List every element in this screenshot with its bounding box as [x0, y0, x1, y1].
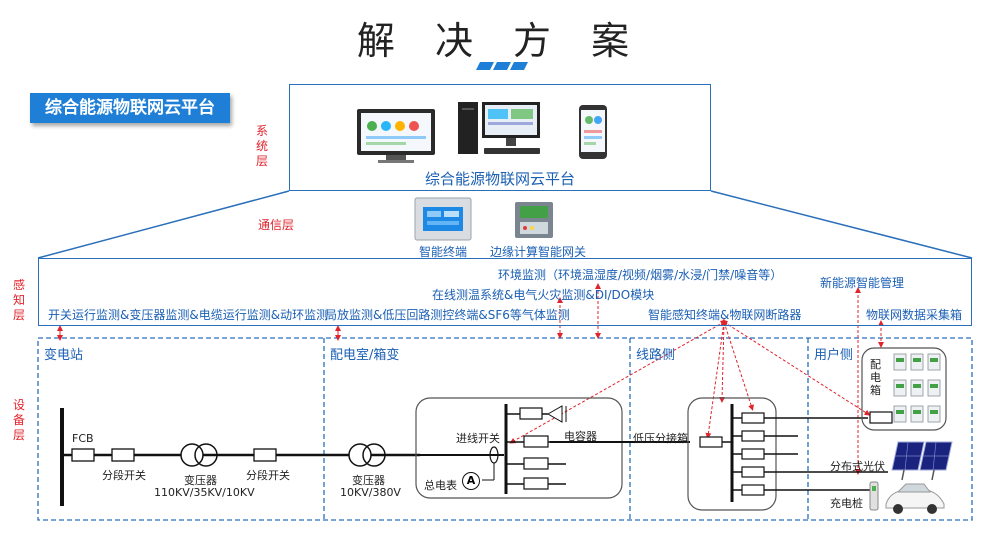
- charger-label: 充电桩: [830, 497, 863, 510]
- monitor-icon: [357, 109, 435, 163]
- layer-label-device: 设备层: [12, 398, 25, 442]
- distribution-box-label: 配电箱: [870, 358, 881, 397]
- sense-collector-label: 物联网数据采集箱: [866, 308, 963, 322]
- main-meter-label: 总电表: [424, 479, 457, 492]
- desktop-computer-icon: [458, 102, 540, 154]
- meter-cabinet-icon: [893, 353, 941, 423]
- edge-gateway-label: 边缘计算智能网关: [489, 245, 586, 259]
- zone-user: 用户侧: [814, 348, 854, 363]
- section-switch-1-label: 分段开关: [102, 469, 146, 482]
- sense-switch-label: 开关运行监测&变压器监测&电缆运行监测&动环监测: [48, 308, 329, 322]
- zone-line: 线路侧: [636, 348, 676, 363]
- sense-partial-label: 局放监测&低压回路测控终端&SF6等气体监测: [325, 308, 570, 322]
- section-switch-2-label: 分段开关: [246, 469, 290, 482]
- layer-label-sense: 感知层: [12, 278, 25, 322]
- fcb-label: FCB: [72, 432, 94, 445]
- layer-label-comm: 通信层: [258, 218, 295, 232]
- sense-env-label: 环境监测（环境温湿度/视频/烟雾/水浸/门禁/噪音等）: [498, 268, 783, 282]
- smart-terminal-icon: [414, 197, 472, 241]
- smartphone-icon: [579, 105, 607, 159]
- ev-charger-car-icon: [869, 481, 945, 514]
- solar-panel-icon: [891, 441, 953, 481]
- incoming-switch-label: 进线开关: [456, 432, 500, 445]
- zone-distribution: 配电室/箱变: [330, 348, 400, 363]
- title-underline: [476, 62, 528, 70]
- capacitor-label: 电容器: [564, 430, 597, 443]
- sense-newenergy-label: 新能源智能管理: [820, 276, 905, 290]
- edge-gateway-icon: [515, 202, 553, 238]
- transformer-2-label: 变压器: [352, 474, 385, 487]
- transformer-1-voltage: 110KV/35KV/10KV: [154, 486, 255, 499]
- ammeter-icon: A: [462, 472, 480, 490]
- smart-terminal-label: 智能终端: [418, 245, 467, 259]
- sense-terminal-label: 智能感知终端&物联网断路器: [648, 308, 802, 322]
- lv-branch-box-label: 低压分接箱: [633, 432, 688, 445]
- platform-badge: 综合能源物联网云平台: [30, 93, 230, 123]
- pv-label: 分布式光伏: [830, 460, 885, 473]
- zone-substation: 变电站: [44, 348, 84, 363]
- transformer-2-voltage: 10KV/380V: [340, 486, 401, 499]
- page-title: 解 决 方 案: [356, 19, 644, 63]
- transformer-1-label: 变压器: [184, 474, 217, 487]
- system-layer-label: 综合能源物联网云平台: [424, 170, 575, 188]
- sense-online-label: 在线测温系统&电气火灾监测&DI/DO模块: [432, 288, 655, 302]
- layer-label-system: 系统层: [255, 124, 268, 168]
- sense-layer-box: [38, 258, 972, 326]
